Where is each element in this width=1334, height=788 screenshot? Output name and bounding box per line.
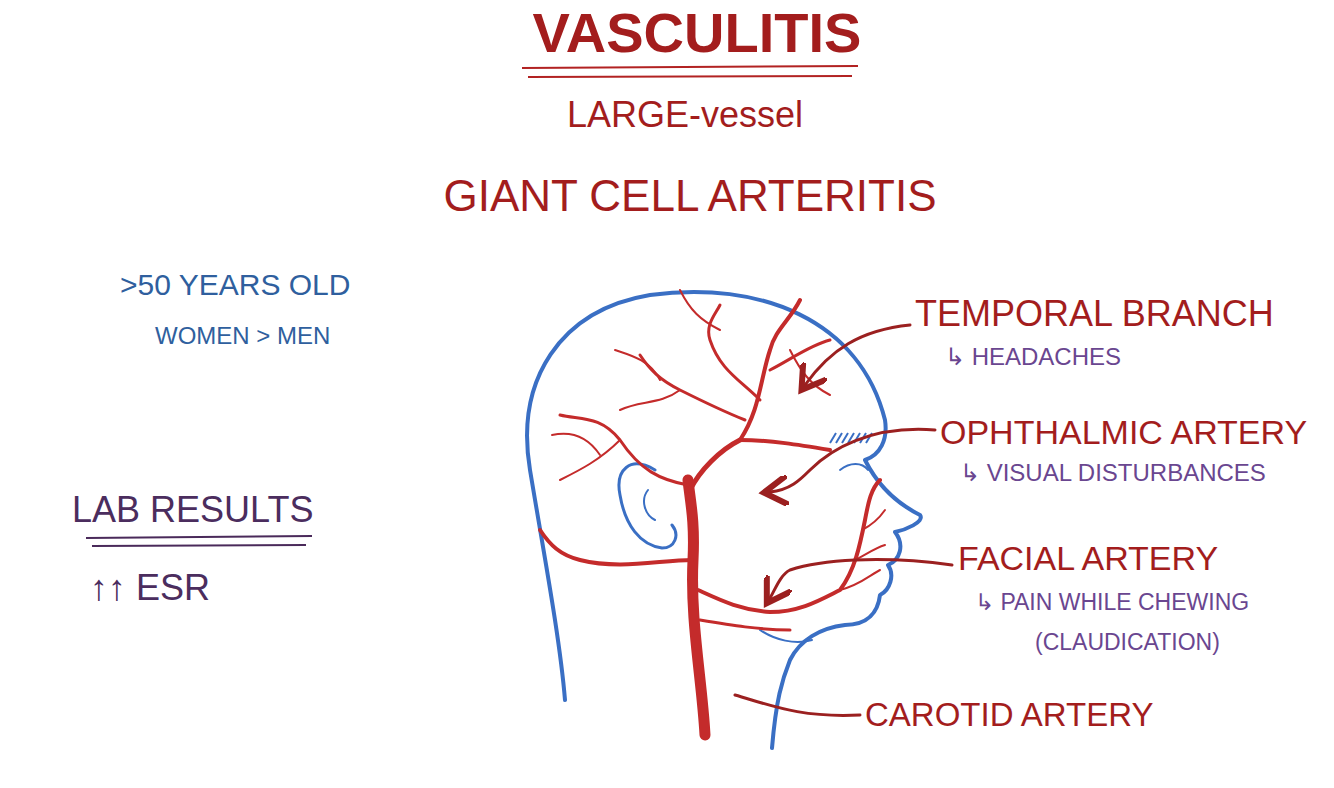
section-heading: LAB RESULTS [72,490,313,530]
heading: GIANT CELL ARTERITIS [443,172,936,220]
note: >50 YEARS OLD [120,268,350,301]
part-name: CAROTID ARTERY [865,697,1154,733]
head-outline [527,292,921,748]
subtitle: LARGE-vessel [567,95,803,135]
lab-value: ↑↑ ESR [90,568,210,608]
symptom-note: ↳ PAIN WHILE CHEWING [975,590,1249,615]
title-underline [522,66,858,77]
symptom-note: (CLAUDICATION) [1035,630,1220,655]
symptom-note: ↳ HEADACHES [945,344,1121,370]
lab-underline [86,536,312,546]
part-name: FACIAL ARTERY [958,540,1218,577]
part-name: OPHTHALMIC ARTERY [940,414,1307,451]
symptom-note: ↳ VISUAL DISTURBANCES [960,460,1266,486]
title: VASCULITIS [533,2,862,64]
part-name: TEMPORAL BRANCH [915,294,1274,334]
arteries [540,290,885,735]
note: WOMEN > MEN [155,323,330,349]
leader-line [735,325,952,715]
